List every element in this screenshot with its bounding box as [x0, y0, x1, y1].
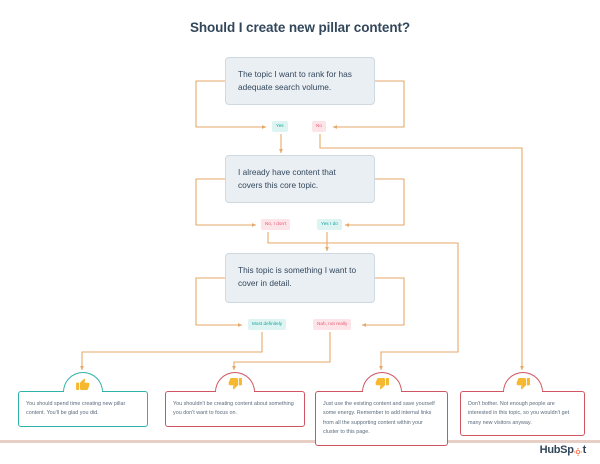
branch-label-yes-1: Yes — [272, 121, 288, 132]
outcome-text-4: Don't bother. Not enough people are inte… — [460, 391, 585, 437]
outcome-text-3: Just use the existing content and save y… — [315, 391, 448, 446]
branch-label-no-1: No — [312, 121, 326, 132]
question-box-3: This topic is something I want to cover … — [225, 253, 375, 303]
thumbs-up-icon — [76, 378, 90, 390]
outcome-text-2: You shouldn't be creating content about … — [165, 391, 305, 427]
question-box-1: The topic I want to rank for has adequat… — [225, 57, 375, 105]
hubspot-logo: HubSp t — [539, 444, 587, 456]
thumbs-down-icon — [228, 378, 242, 390]
branch-label-yes-2: Yes I do — [317, 219, 342, 230]
brand-prefix: HubSp — [539, 444, 574, 456]
arch-mask — [362, 390, 401, 393]
thumbs-down-icon — [516, 378, 530, 390]
page-title: Should I create new pillar content? — [189, 20, 411, 35]
arch-mask — [64, 390, 102, 393]
arch-mask — [216, 390, 254, 393]
sprocket-icon — [574, 447, 583, 456]
brand-suffix: t — [582, 444, 587, 456]
branch-label-yes-3: Most definitely — [248, 319, 287, 330]
arch-mask — [503, 390, 542, 393]
question-box-2: I already have content that covers this … — [225, 155, 375, 203]
branch-label-no-2: No, I don't — [261, 219, 291, 230]
thumbs-down-icon — [375, 378, 389, 390]
footer-divider — [0, 440, 600, 443]
branch-label-no-3: Nah, not really — [313, 319, 352, 330]
outcome-text-1: You should spend time creating new pilla… — [18, 391, 148, 427]
